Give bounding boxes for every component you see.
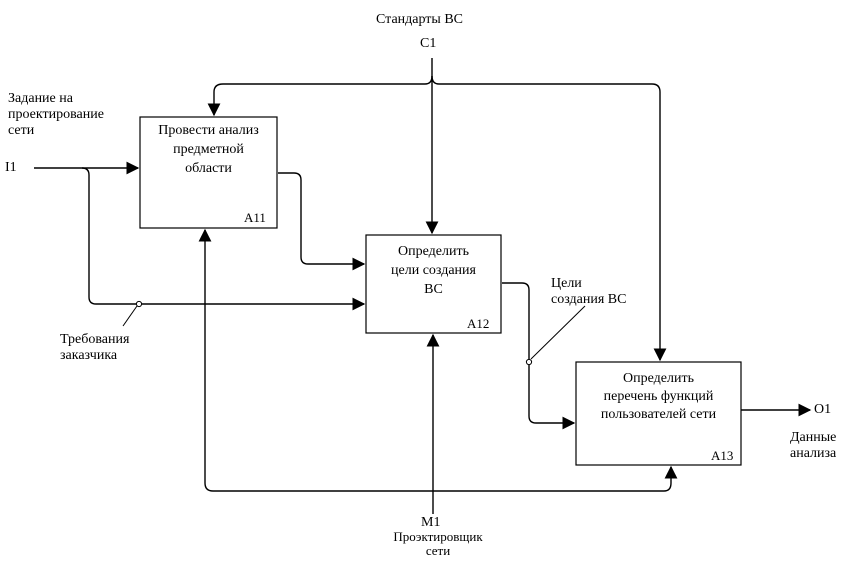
mechanism-label-line-1: Проэктировщик <box>393 529 483 544</box>
arrow-a11-a12 <box>278 172 366 271</box>
mechanism-label-line-2: сети <box>425 543 451 558</box>
requirements-label-line-2: заказчика <box>60 348 118 363</box>
box-a12-id: A12 <box>467 316 490 331</box>
box-a12 <box>365 234 502 334</box>
goals-connector <box>525 358 533 366</box>
box-a12-title-1: Определить <box>398 244 469 259</box>
control-label: Стандарты ВС <box>376 12 464 27</box>
input-label-line-3: сети <box>8 123 35 138</box>
input-label-line-1: Задание на <box>8 91 73 106</box>
arrow-control-a11 <box>207 75 433 117</box>
box-a13 <box>575 361 742 466</box>
box-a13-title-2: перечень функций <box>603 389 714 404</box>
box-a11 <box>139 116 278 229</box>
input-label-line-2: проектирование <box>8 107 104 122</box>
output-label-line-1: Данные <box>790 430 837 445</box>
box-a13-title-3: пользователей сети <box>600 407 717 422</box>
goals-label-line-2: создания ВС <box>551 292 627 307</box>
output-label-line-2: анализа <box>790 446 837 461</box>
box-a11-id: A11 <box>244 210 266 225</box>
goals-leader <box>530 305 586 360</box>
box-a13-title-1: Определить <box>623 371 694 386</box>
box-a12-title-2: цели создания <box>391 263 476 278</box>
arrow-mechanism-a11 <box>198 228 433 492</box>
box-a13-id: A13 <box>711 448 734 463</box>
goals-label-line-1: Цели <box>551 276 582 291</box>
mechanism-code: M1 <box>421 515 441 530</box>
requirements-leader <box>122 305 138 327</box>
arrow-mechanism-a13 <box>433 465 678 492</box>
box-a11-title-1: Провести анализ <box>158 123 259 138</box>
arrow-a12-a13 <box>502 282 576 430</box>
control-code: C1 <box>420 36 437 51</box>
requirements-label-line-1: Требования <box>60 332 130 347</box>
arrow-requirements-a12 <box>81 167 366 311</box>
arrow-control-a13 <box>431 75 667 362</box>
box-a11-title-3: области <box>185 161 232 176</box>
box-a12-title-3: ВС <box>424 282 443 297</box>
requirements-connector <box>135 300 143 308</box>
box-a11-title-2: предметной <box>173 142 244 157</box>
output-code: O1 <box>814 402 832 417</box>
input-code: I1 <box>5 160 17 175</box>
